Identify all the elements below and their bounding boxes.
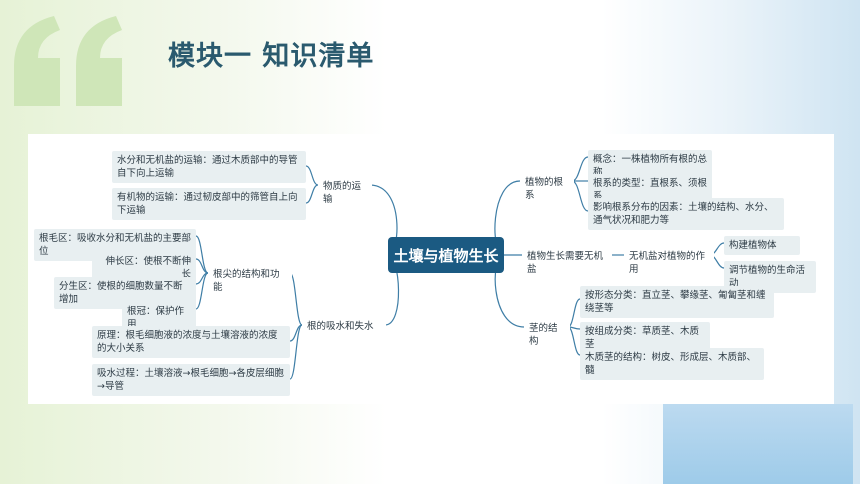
- node-stem-structure: 茎的结构: [524, 319, 570, 351]
- node-mineral-salt-effect: 无机盐对植物的作用: [624, 247, 714, 279]
- node-root-absorb: 根的吸水和失水: [302, 317, 386, 336]
- node-stem-by-shape: 按形态分类：直立茎、攀缘茎、匍匐茎和缠绕茎等: [580, 286, 774, 318]
- decorative-blue-block: [663, 404, 853, 484]
- node-root-tip: 根尖的结构和功能: [208, 265, 292, 297]
- node-absorb-process: 吸水过程：土壤溶液→根毛细胞→各皮层细胞→导管: [92, 364, 290, 396]
- node-absorb-principle: 原理：根毛细胞液的浓度与土壤溶液的浓度的大小关系: [92, 326, 290, 358]
- node-root-distribution-factors: 影响根系分布的因素：土壤的结构、水分、通气状况和肥力等: [588, 198, 784, 230]
- node-build-plant-body: 构建植物体: [724, 236, 800, 255]
- node-woody-stem-structure: 木质茎的结构：树皮、形成层、木质部、髓: [580, 348, 764, 380]
- node-root-system: 植物的根系: [520, 173, 574, 205]
- center-topic: 土壤与植物生长: [388, 237, 504, 273]
- node-water-salt-transport: 水分和无机盐的运输：通过木质部中的导管自下向上运输: [112, 151, 306, 183]
- page-title: 模块一 知识清单: [168, 41, 375, 72]
- node-mineral-salt-need: 植物生长需要无机盐: [522, 247, 612, 279]
- node-organic-transport: 有机物的运输：通过韧皮部中的筛管自上向下运输: [112, 188, 306, 220]
- node-transport: 物质的运输: [318, 177, 372, 209]
- quote-mark-decoration: [14, 16, 122, 106]
